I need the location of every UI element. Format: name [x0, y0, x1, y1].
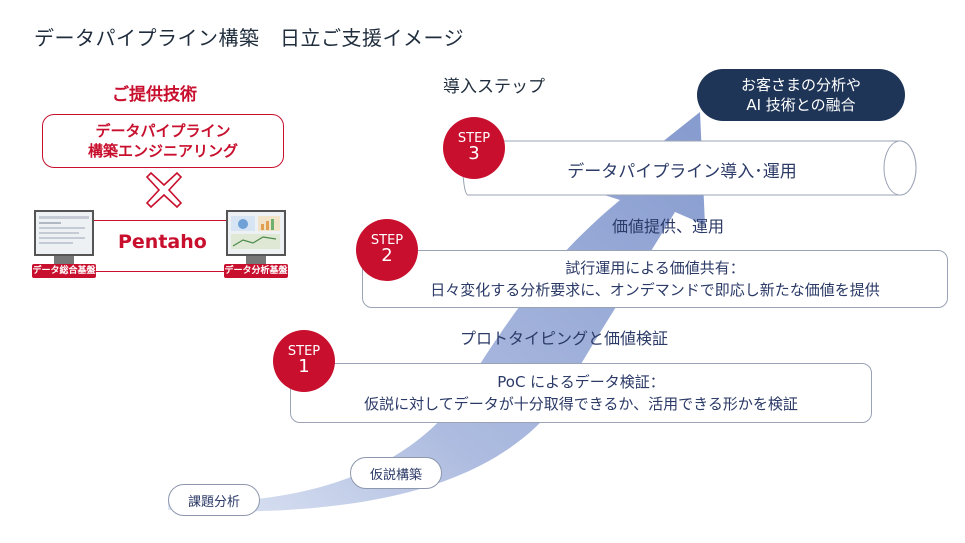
pentaho-label: Pentaho — [118, 231, 207, 253]
step3-badge: STEP 3 — [443, 117, 505, 179]
step3-text: データパイプライン導入･運用 — [567, 162, 797, 182]
issue-analysis-pill: 課題分析 — [168, 484, 260, 516]
monitor-stand — [54, 256, 74, 264]
hypothesis-pill: 仮説構築 — [350, 457, 442, 489]
goal-pill: お客さまの分析や AI 技術との融合 — [697, 69, 905, 121]
right-monitor: データ分析基盤 — [224, 210, 288, 278]
engineering-line1: データパイプライン — [95, 121, 231, 140]
step2-line1: 試行運用による価値共有： — [565, 258, 745, 277]
goal-line1: お客さまの分析や — [740, 75, 861, 94]
step1-number: 1 — [298, 356, 310, 378]
step2-line2: 日々変化する分析要求に、オンデマンドで即応し新たな価値を提供 — [430, 281, 880, 299]
engineering-box: データパイプライン 構築エンジニアリング — [42, 114, 284, 168]
step3-label: STEP — [457, 130, 491, 146]
cross-icon — [145, 171, 183, 209]
engineering-line2: 構築エンジニアリング — [87, 142, 238, 160]
tech-heading: ご提供技術 — [112, 85, 197, 105]
step2-box: 試行運用による価値共有： 日々変化する分析要求に、オンデマンドで即応し新たな価値… — [362, 250, 948, 308]
band-step2-label: プロトタイピングと価値検証 — [460, 329, 669, 348]
steps-heading: 導入ステップ — [443, 77, 545, 97]
step1-box: PoC によるデータ検証： 仮説に対してデータが十分取得できるか、活用できる形か… — [290, 363, 872, 423]
step2-badge: STEP 2 — [356, 219, 418, 281]
step2-label: STEP — [370, 232, 404, 248]
step1-line1: PoC によるデータ検証： — [497, 372, 665, 391]
step1-line2: 仮説に対してデータが十分取得できるか、活用できる形かを検証 — [364, 395, 798, 413]
data-integration-caption: データ総合基盤 — [32, 264, 96, 278]
page-title: データパイプライン構築 日立ご支援イメージ — [34, 26, 465, 50]
step2-number: 2 — [381, 245, 393, 267]
data-analytics-caption: データ分析基盤 — [224, 264, 288, 278]
goal-line2: AI 技術との融合 — [746, 96, 856, 114]
dashboard-monitor-icon — [226, 210, 286, 256]
monitor-stand — [246, 256, 266, 264]
monitor-icon — [34, 210, 94, 256]
step3-number: 3 — [468, 143, 480, 165]
left-monitor: データ総合基盤 — [32, 210, 96, 278]
step1-label: STEP — [287, 343, 321, 359]
step1-badge: STEP 1 — [273, 330, 335, 392]
band-step3-label: 価値提供、運用 — [612, 217, 725, 236]
